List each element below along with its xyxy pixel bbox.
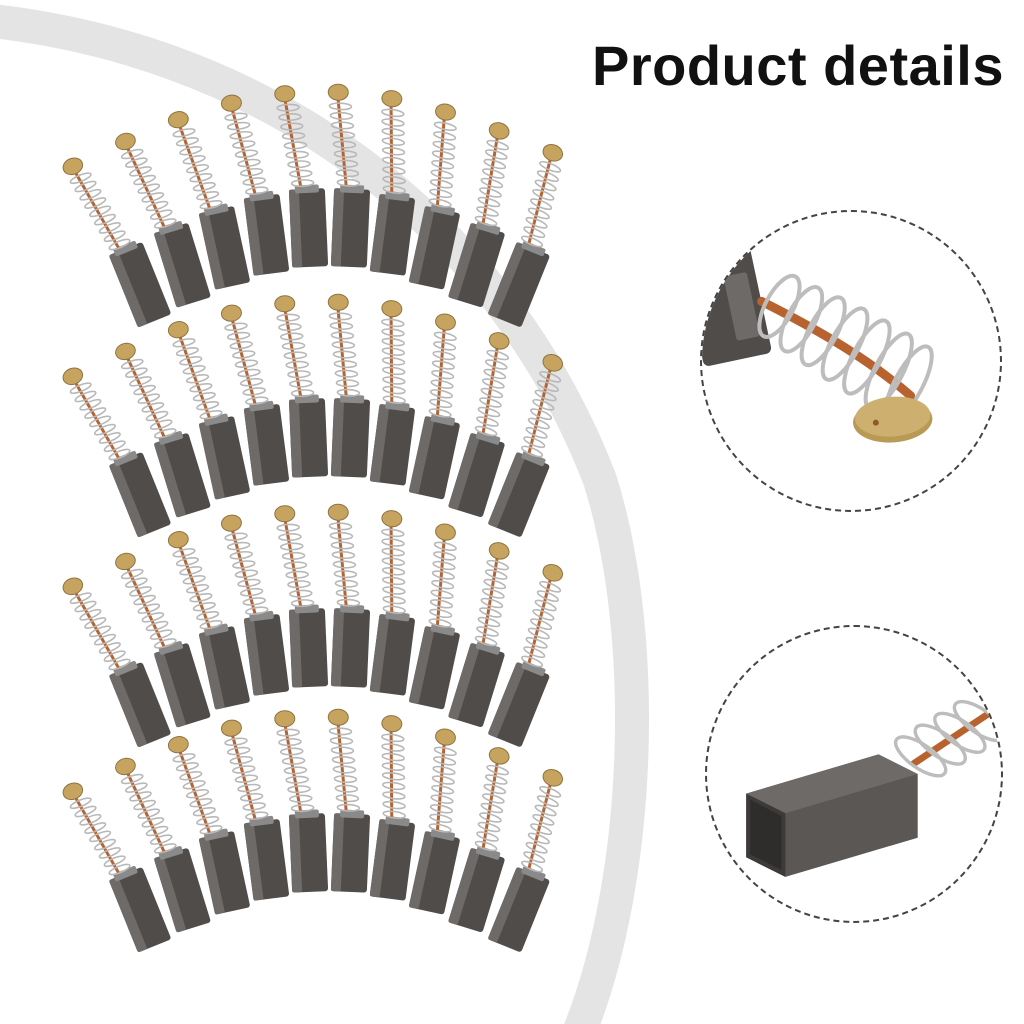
carbon-brush [488,768,564,952]
carbon-brush [167,736,250,915]
carbon-brush [62,782,171,953]
carbon-brush [409,523,460,710]
carbon-brush [274,295,329,478]
carbon-brush [448,542,510,728]
carbon-brush [220,304,290,486]
carbon-brush [115,342,211,518]
carbon-brush [220,514,290,696]
carbon-brush [369,715,415,901]
carbon-brush [369,90,415,276]
carbon-brush [327,293,371,478]
carbon-brush [327,708,371,893]
carbon-block-closeup [705,625,1003,923]
carbon-brush [369,510,415,696]
carbon-brush [167,111,250,290]
carbon-brush [115,552,211,728]
carbon-brush [409,728,460,915]
carbon-brush [167,321,250,500]
carbon-brush [448,747,510,933]
carbon-brush [115,757,211,933]
carbon-brush [409,103,460,290]
carbon-brush [369,300,415,486]
carbon-brush [220,719,290,901]
carbon-brush [220,94,290,276]
carbon-brush [167,531,250,710]
spring-end-closeup [700,210,1002,512]
carbon-brush [448,332,510,518]
carbon-brush [327,83,371,268]
carbon-brush [409,313,460,500]
carbon-brush [115,132,211,308]
carbon-brush [62,157,171,328]
carbon-brush [488,143,564,327]
page-title: Product details [591,34,1004,97]
carbon-block-image [746,699,1001,877]
carbon-brush [62,367,171,538]
carbon-brush [488,353,564,537]
carbon-brush [448,122,510,308]
carbon-brush [274,710,329,893]
carbon-brush [274,505,329,688]
carbon-brush [274,85,329,268]
carbon-brush [327,503,371,688]
spring-end-image [702,246,934,443]
carbon-brush [488,563,564,747]
carbon-brush [62,577,171,748]
